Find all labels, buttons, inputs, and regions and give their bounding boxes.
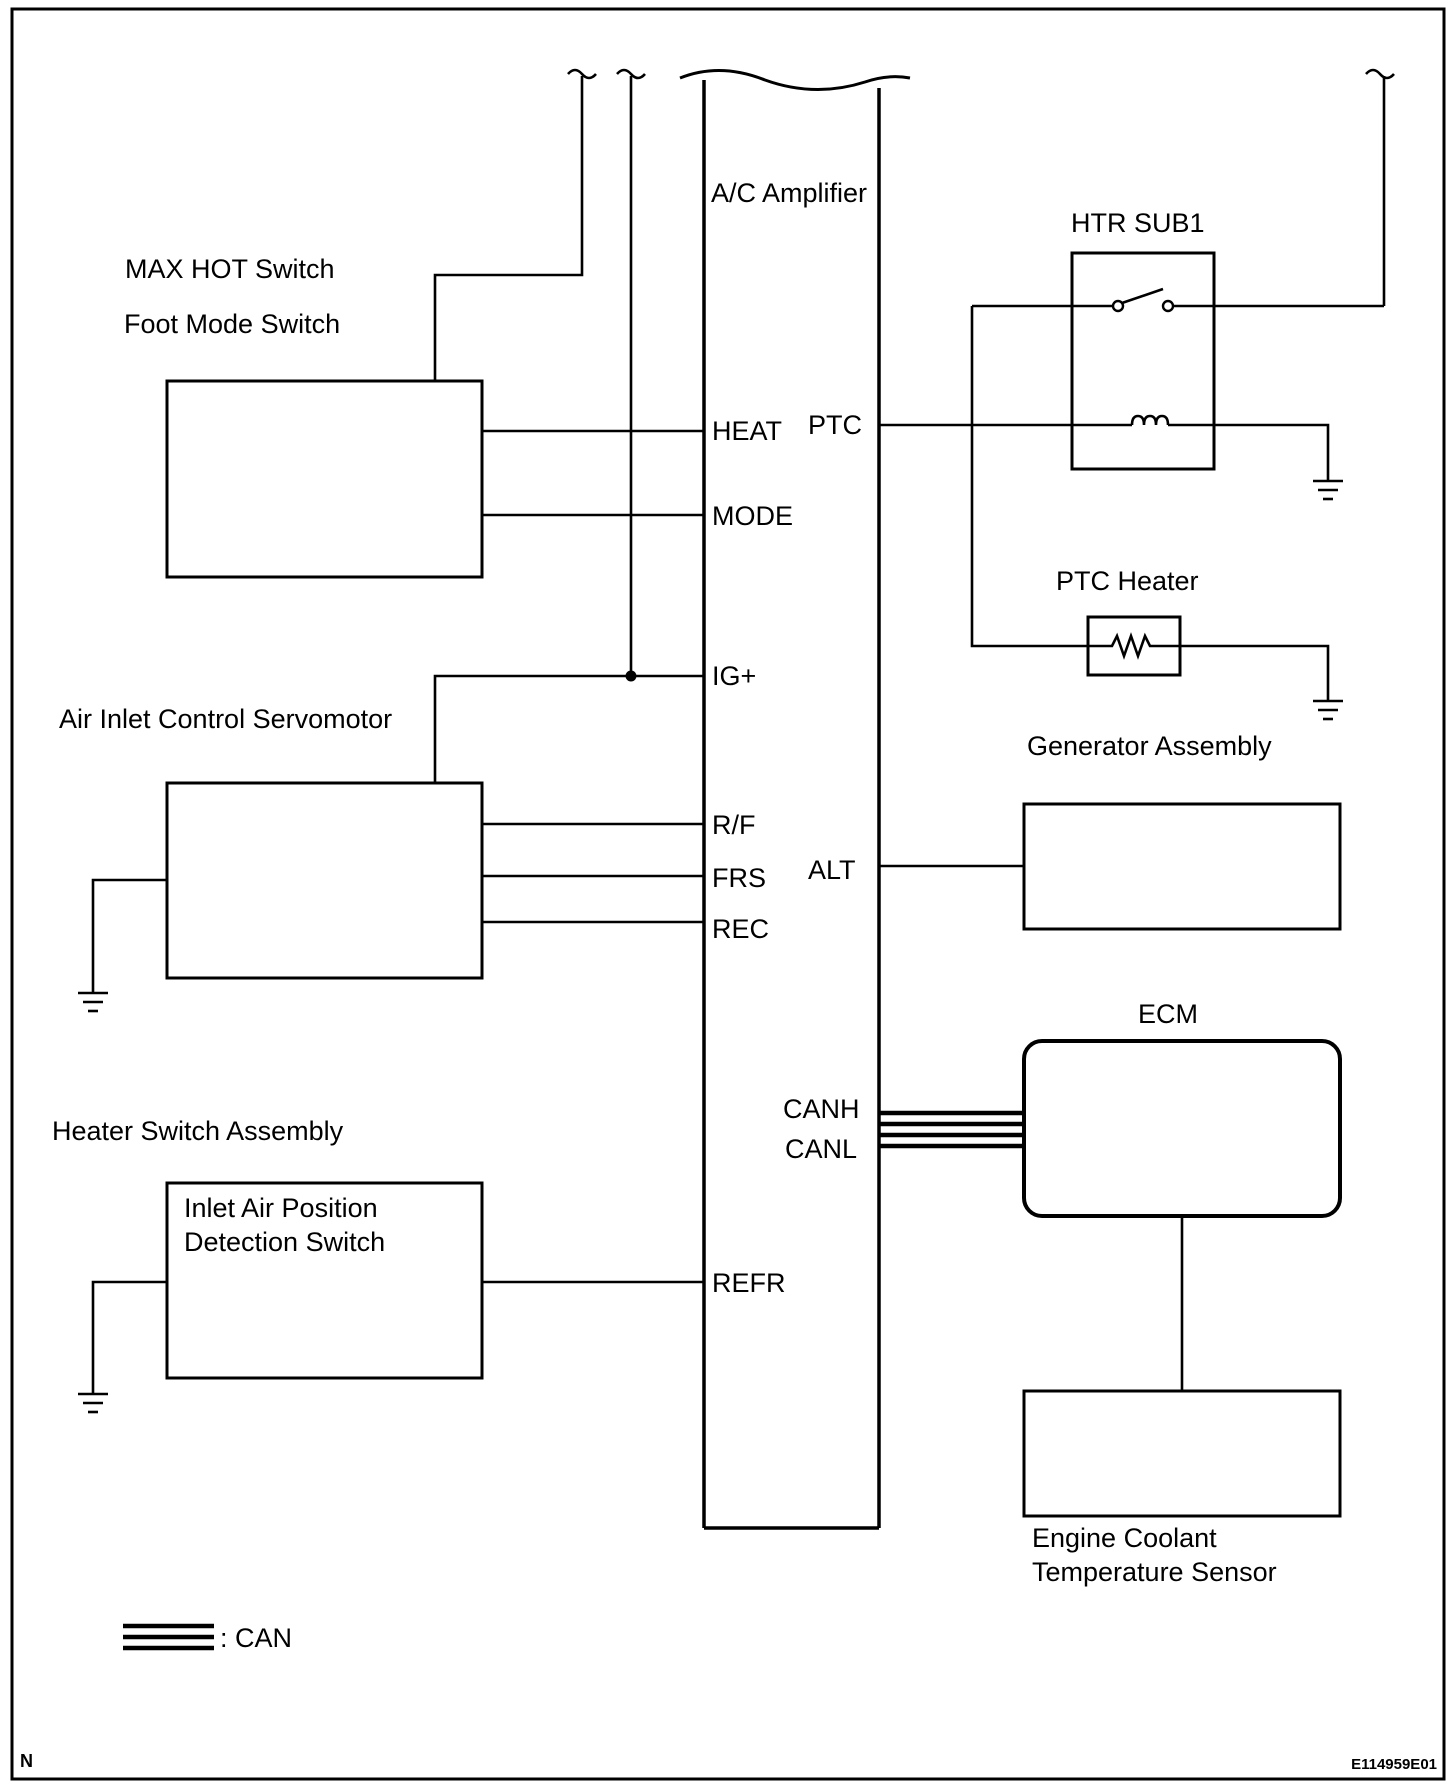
wire-ptc-heater-feed: [970, 306, 1088, 648]
ground-icon: [1313, 479, 1343, 501]
terminal-refr: REFR: [712, 1268, 786, 1298]
foot-mode-switch-label: Foot Mode Switch: [124, 309, 340, 339]
ect-sensor-box: [1022, 1389, 1342, 1518]
wire-coil-ground: [1168, 423, 1330, 480]
ecm-label: ECM: [1138, 999, 1198, 1029]
terminal-ptc: PTC: [808, 410, 862, 440]
ect-sensor-label-line1: Engine Coolant: [1032, 1523, 1217, 1553]
terminal-frs: FRS: [712, 863, 766, 893]
ect-sensor-label-line2: Temperature Sensor: [1032, 1557, 1277, 1587]
wire-ptc-heater-ground: [1180, 644, 1330, 700]
inlet-air-pos-label-line2: Detection Switch: [184, 1227, 385, 1257]
heater-switch-assembly-label: Heater Switch Assembly: [52, 1116, 344, 1146]
legend-can-label: : CAN: [220, 1623, 292, 1653]
wire-break-marks: [567, 68, 1395, 80]
htr-sub1-relay-box: [1070, 251, 1216, 471]
terminal-canl: CANL: [785, 1134, 857, 1164]
inlet-air-pos-label-line1: Inlet Air Position: [184, 1193, 378, 1223]
air-inlet-servo-box: [165, 781, 484, 980]
ground-icon: [78, 1392, 108, 1414]
max-hot-foot-mode-switch-box: [165, 379, 484, 579]
relay-switch-icon: [1111, 287, 1175, 313]
ground-icon: [78, 991, 108, 1013]
terminal-alt: ALT: [808, 855, 856, 885]
junction-dot: [625, 670, 637, 682]
terminal-ig-plus: IG+: [712, 661, 756, 691]
legend-can-symbol: [123, 1623, 214, 1651]
ground-icon: [1313, 699, 1343, 721]
inlet-air-position-switch-box: [165, 1181, 484, 1380]
wire-heater-switch-ground: [91, 1280, 167, 1393]
relay-coil-icon: [1130, 414, 1170, 426]
wire-servo-ground: [91, 878, 167, 992]
wire-ig-plus: [433, 674, 704, 783]
terminal-canh: CANH: [783, 1094, 860, 1124]
air-inlet-servo-label: Air Inlet Control Servomotor: [59, 704, 392, 734]
amplifier-label: A/C Amplifier: [711, 178, 867, 208]
terminal-heat: HEAT: [712, 416, 782, 446]
ecm-box: [1022, 1039, 1342, 1218]
htr-sub1-label: HTR SUB1: [1071, 208, 1205, 238]
terminal-r-f: R/F: [712, 810, 756, 840]
diagram-frame: [10, 7, 1446, 1781]
terminal-mode: MODE: [712, 501, 793, 531]
ptc-heater-label: PTC Heater: [1056, 566, 1199, 596]
amplifier-break-wave: [679, 69, 911, 92]
resistor-icon: [1088, 632, 1180, 660]
corner-left-mark: N: [20, 1751, 33, 1771]
corner-right-code: E114959E01: [1351, 1756, 1437, 1773]
ac-amplifier: [679, 69, 911, 1530]
max-hot-switch-label: MAX HOT Switch: [125, 254, 335, 284]
terminal-rec: REC: [712, 914, 769, 944]
can-bus-lines: [879, 1110, 1024, 1149]
generator-assembly-box: [1022, 802, 1342, 931]
wire-switch-power: [433, 76, 584, 381]
generator-assembly-label: Generator Assembly: [1027, 731, 1272, 761]
